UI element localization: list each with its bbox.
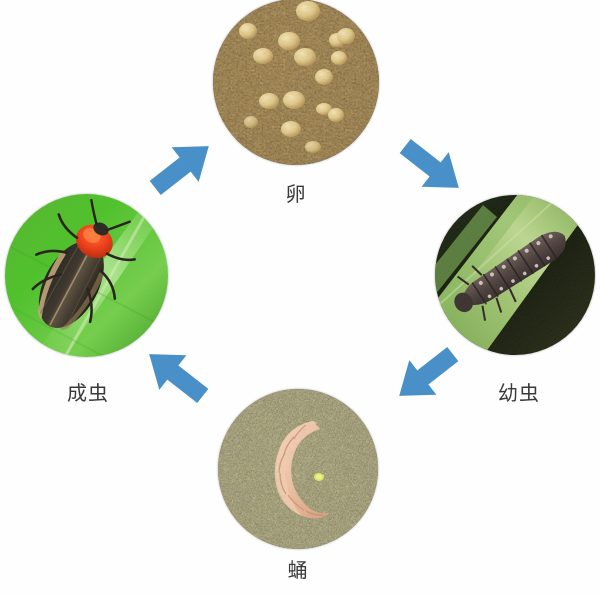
stage-label-larva: 幼虫 xyxy=(498,381,540,405)
arrow-down-right-icon xyxy=(399,138,459,188)
stage-label-pupa: 蛹 xyxy=(287,558,309,582)
larva-photo-circle xyxy=(435,195,595,355)
arrow-up-left-icon xyxy=(149,354,209,404)
larva-photo-image xyxy=(435,195,595,355)
adult-photo-circle xyxy=(5,194,168,357)
arrow-pupa-to-adult xyxy=(140,346,212,404)
arrow-larva-to-pupa xyxy=(390,346,462,404)
stage-label-egg: 卵 xyxy=(285,182,307,206)
pupa-photo-image xyxy=(218,389,378,549)
adult-photo-image xyxy=(5,194,168,357)
arrow-egg-to-larva xyxy=(396,138,468,196)
pupa-photo-circle xyxy=(218,389,378,549)
arrow-down-left-icon xyxy=(399,346,459,396)
egg-photo-circle xyxy=(213,0,379,165)
arrow-adult-to-egg xyxy=(146,138,218,196)
egg-photo-image xyxy=(213,0,379,165)
arrow-up-right-icon xyxy=(149,146,209,196)
stage-label-adult: 成虫 xyxy=(67,381,109,405)
